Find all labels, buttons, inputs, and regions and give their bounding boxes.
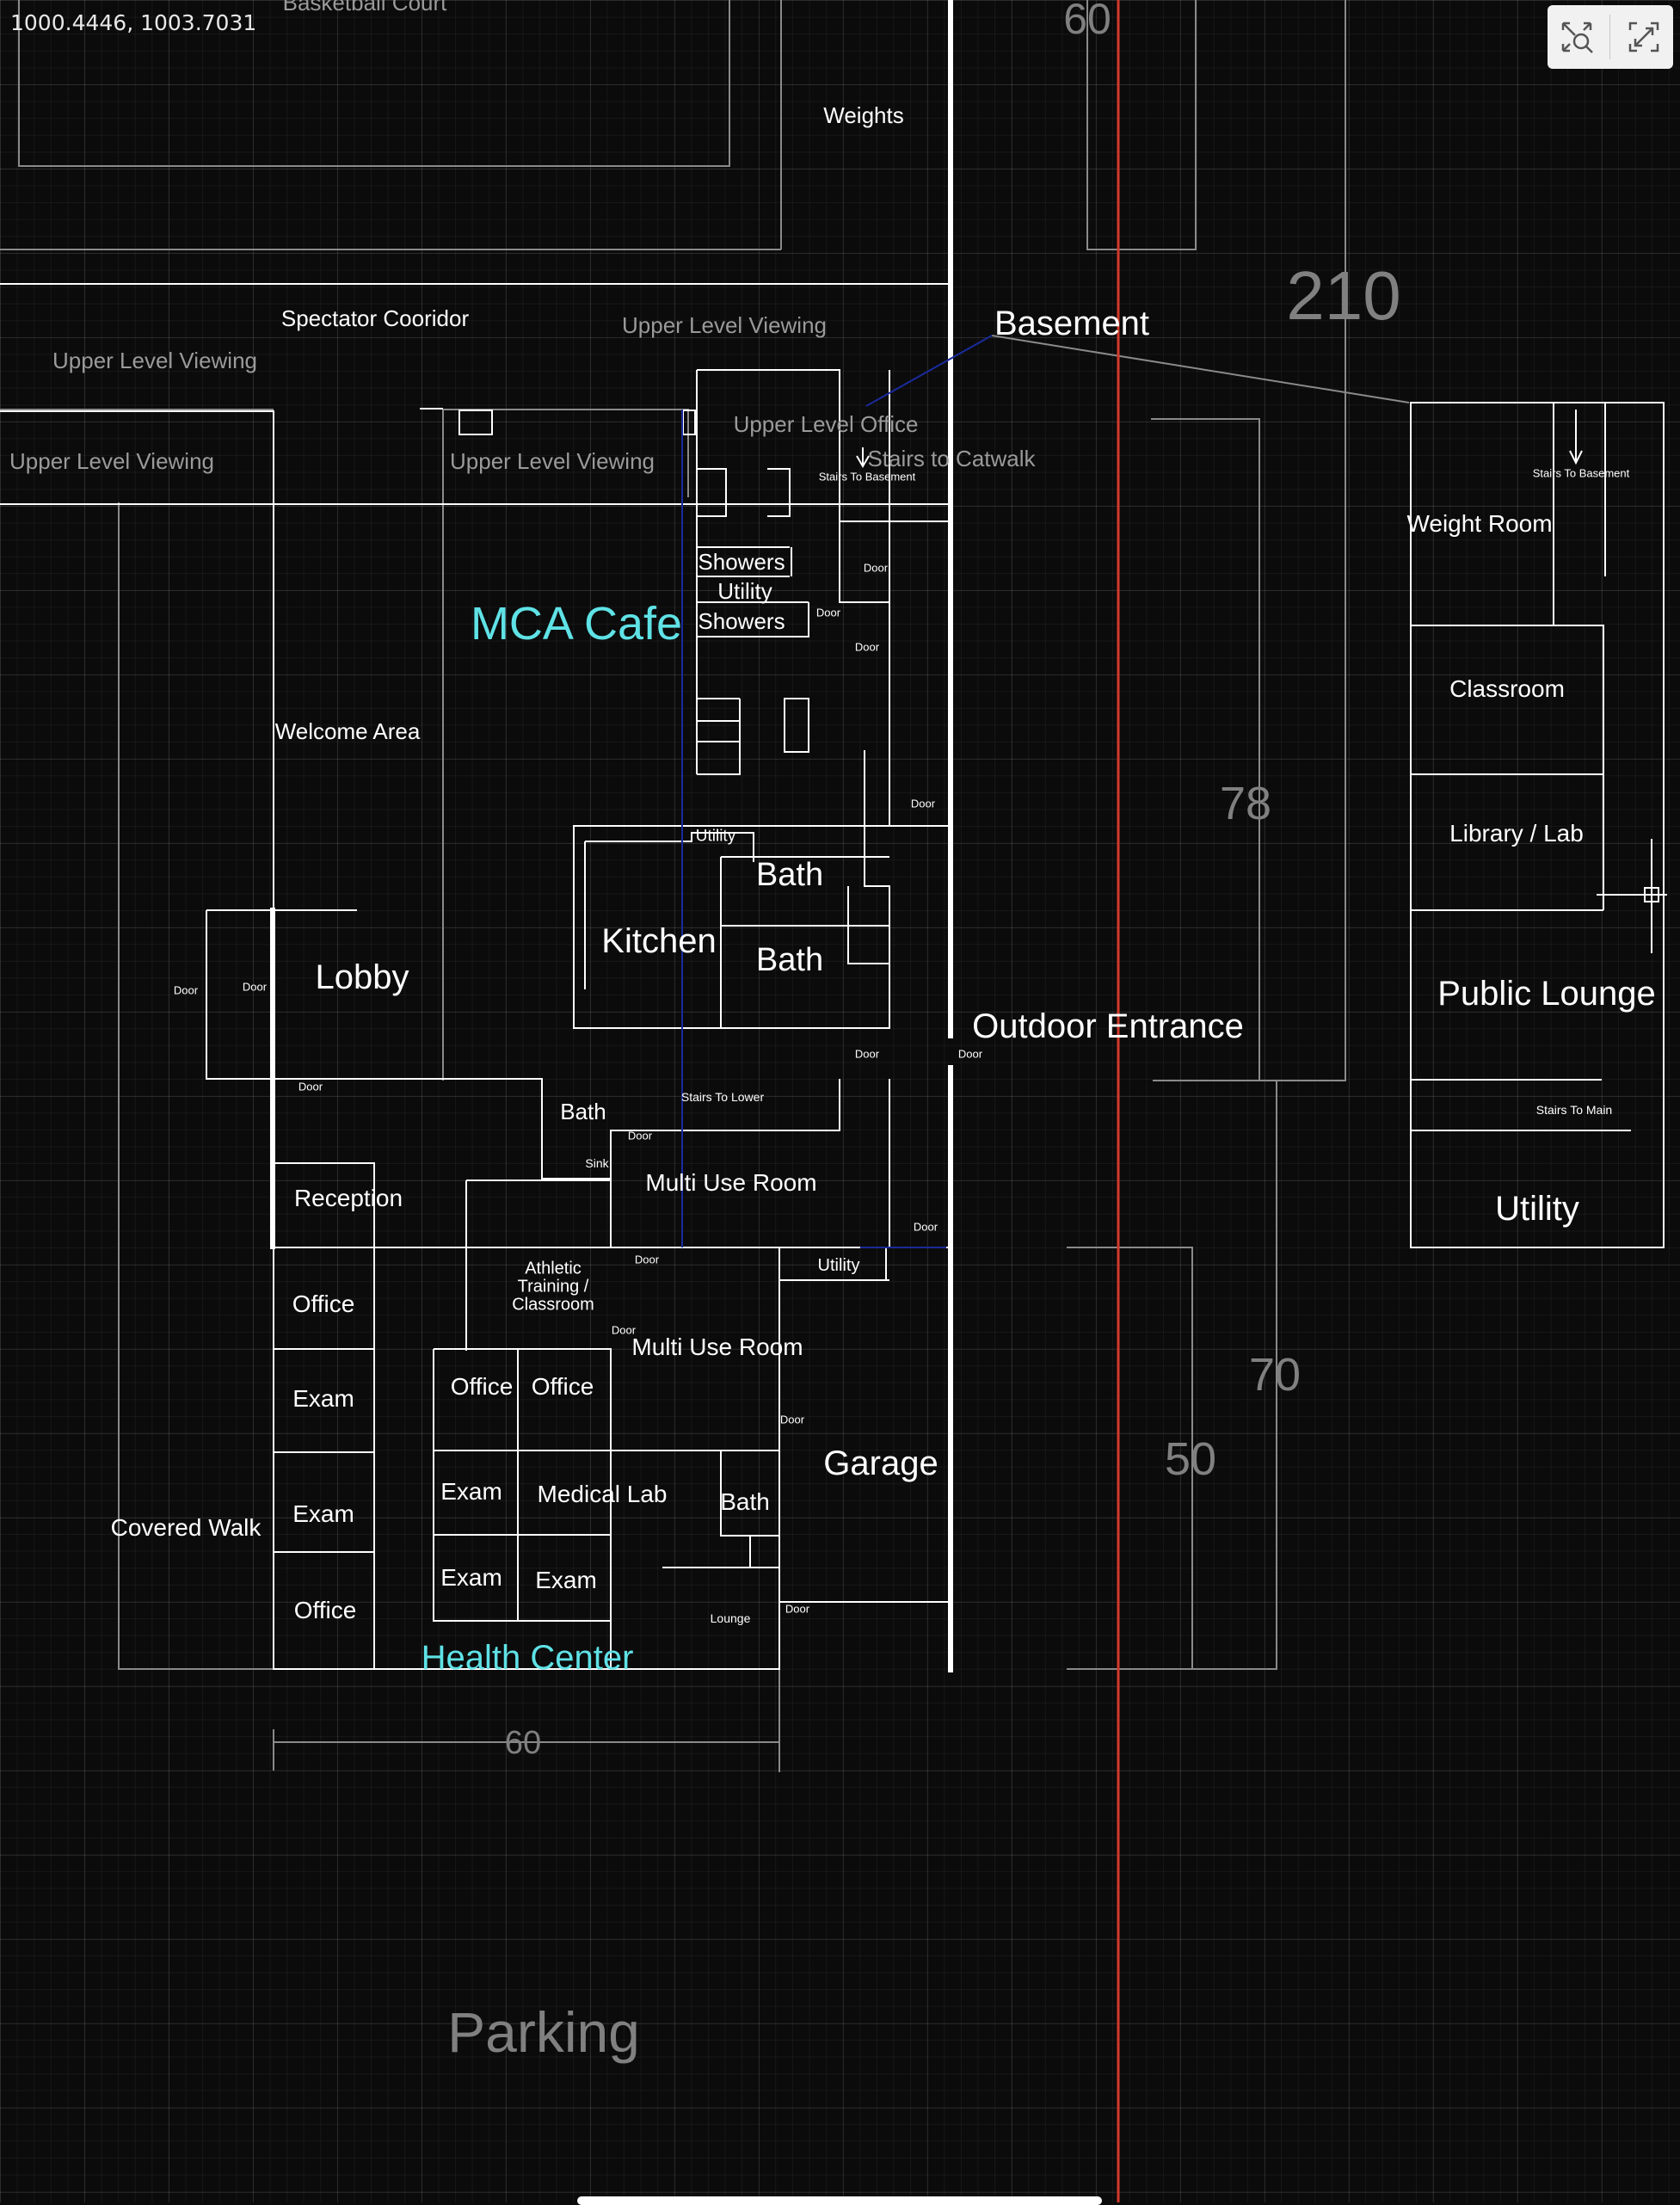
door-label: Door <box>627 1129 653 1143</box>
room-label: Bath <box>755 942 824 978</box>
room-label: Stairs To Basement <box>1532 466 1630 480</box>
room-label: Upper Level Viewing <box>622 312 827 338</box>
room-label: Bath <box>755 857 824 893</box>
room-label: Sink <box>585 1156 609 1170</box>
room-label: Basketball Court <box>282 0 447 15</box>
room-label: Kitchen <box>601 922 717 960</box>
room-label: Showers <box>698 608 785 634</box>
room-label: Utility <box>717 578 772 604</box>
room-label: Upper Level Viewing <box>450 448 655 474</box>
door-label: Door <box>298 1080 323 1093</box>
dimension-label: 60 <box>504 1725 542 1761</box>
room-label: Office <box>293 1597 357 1623</box>
room-label: Parking <box>447 2000 640 2064</box>
room-label: Library / Lab <box>1449 820 1584 847</box>
door-label: Door <box>634 1253 660 1266</box>
room-label: Multi Use Room <box>631 1333 803 1360</box>
room-label: Bath <box>560 1099 606 1124</box>
door-label: Door <box>815 606 841 619</box>
room-label: Covered Walk <box>110 1514 262 1541</box>
cursor-coordinate-readout: 1000.4446, 1003.7031 <box>10 10 257 35</box>
home-indicator[interactable] <box>577 2196 1102 2205</box>
room-label: Upper Level Viewing <box>52 348 257 373</box>
door-label: Door <box>854 640 880 654</box>
room-label: MCA Cafe <box>470 598 683 650</box>
room-label: Utility <box>817 1256 860 1275</box>
room-label: Lounge <box>710 1611 751 1625</box>
room-label: Athletic Training / Classroom <box>512 1259 594 1315</box>
dimension-label: 60 <box>1063 0 1111 43</box>
room-label: Outdoor Entrance <box>972 1007 1244 1045</box>
dimension-label: 78 <box>1219 778 1272 829</box>
room-label: Garage <box>823 1444 938 1482</box>
zoom-extents-button[interactable] <box>1551 11 1603 63</box>
room-label: Exam <box>440 1564 502 1591</box>
room-label: Office <box>531 1373 594 1400</box>
room-label: Exam <box>440 1478 502 1505</box>
room-label: Welcome Area <box>274 718 421 744</box>
viewer-toolbar <box>1548 5 1673 69</box>
room-label: Upper Level Viewing <box>9 448 214 474</box>
room-label: Lobby <box>315 958 409 996</box>
room-label: Office <box>450 1373 514 1400</box>
room-label: Showers <box>698 549 785 575</box>
room-label: Weights <box>823 102 904 128</box>
room-label: Classroom <box>1449 675 1565 702</box>
room-label: Basement <box>994 305 1150 342</box>
door-label: Door <box>854 1047 880 1061</box>
room-label: Exam <box>535 1567 597 1593</box>
room-label: Health Center <box>421 1639 634 1677</box>
room-label: Upper Level Office <box>733 411 919 437</box>
room-label: Reception <box>293 1185 403 1211</box>
room-label: Public Lounge <box>1437 975 1656 1013</box>
toolbar-separator <box>1609 15 1611 59</box>
door-label: Door <box>173 983 199 997</box>
dimension-label: 70 <box>1248 1349 1302 1401</box>
room-label: Utility <box>1495 1190 1579 1228</box>
door-label: Door <box>863 561 889 575</box>
room-label: Stairs To Basement <box>818 470 916 483</box>
room-label: Medical Lab <box>537 1481 668 1507</box>
door-label: Door <box>611 1323 637 1337</box>
exit-fullscreen-icon <box>1628 22 1659 52</box>
room-label: Exam <box>292 1385 354 1412</box>
room-label: Stairs To Main <box>1535 1103 1613 1117</box>
zoom-extents-icon <box>1561 22 1594 53</box>
door-label: Door <box>913 1220 938 1234</box>
door-label: Door <box>242 980 268 994</box>
room-label: Spectator Cooridor <box>280 305 470 331</box>
room-label: Exam <box>292 1500 354 1527</box>
room-label: Office <box>292 1290 355 1317</box>
room-label: Stairs To Lower <box>680 1090 765 1104</box>
dimension-label: 210 <box>1286 257 1401 334</box>
room-label: Weight Room <box>1406 510 1553 537</box>
door-label: Door <box>785 1602 810 1616</box>
door-label: Door <box>779 1413 805 1426</box>
room-label: Multi Use Room <box>645 1169 817 1196</box>
dimension-label: 50 <box>1164 1433 1217 1485</box>
room-label: Utility <box>695 827 736 846</box>
door-label: Door <box>957 1047 983 1061</box>
room-label: Bath <box>720 1488 770 1515</box>
door-label: Door <box>910 797 936 810</box>
room-label: Stairs to Catwalk <box>867 446 1036 471</box>
exit-fullscreen-button[interactable] <box>1618 11 1670 63</box>
